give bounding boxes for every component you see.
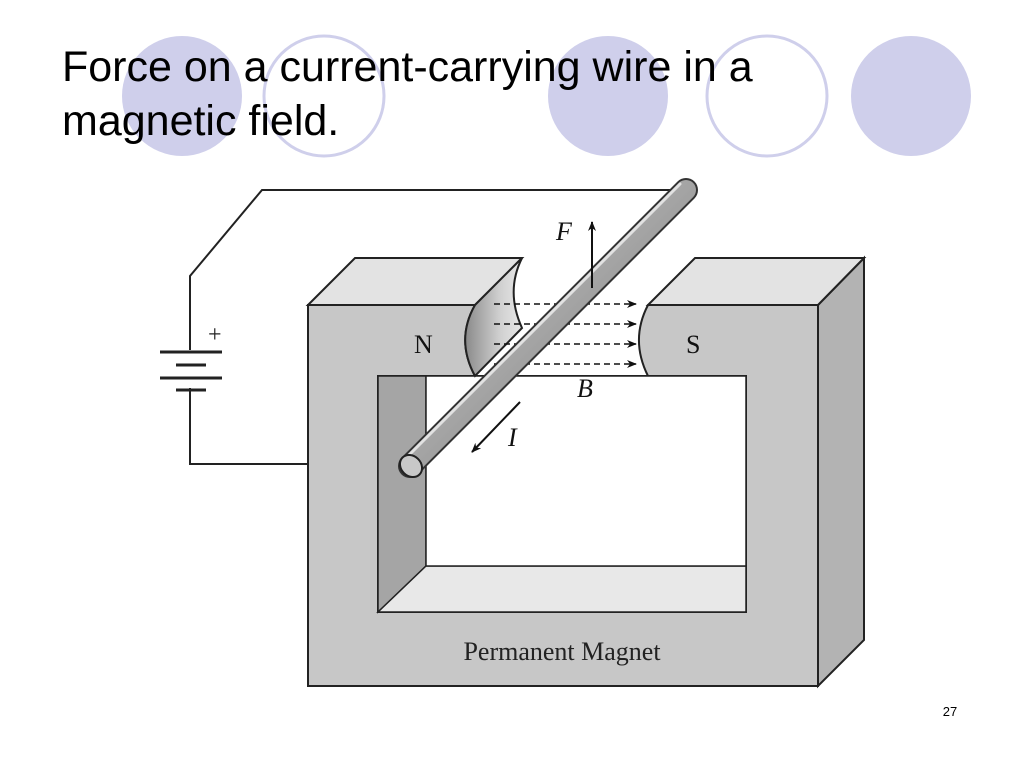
north-pole-label: N	[414, 330, 433, 359]
slide-title-line-1: Force on a current-carrying wire in a	[62, 43, 753, 91]
north-pole-face	[464, 257, 524, 378]
battery-symbol-icon	[160, 350, 222, 392]
south-pole-label: S	[686, 330, 700, 359]
battery-plus-label: +	[208, 322, 222, 348]
field-label: B	[577, 374, 593, 403]
current-arrow	[471, 401, 521, 453]
force-label: F	[555, 217, 573, 246]
current-label: I	[507, 423, 518, 452]
decorative-circles	[122, 34, 971, 158]
magnet-label: Permanent Magnet	[463, 637, 661, 666]
decor-circle-4	[705, 34, 829, 158]
magnet-inner-floor	[376, 565, 747, 613]
decor-circle-3	[548, 36, 668, 156]
slide-title-line-2: magnetic field.	[62, 97, 340, 145]
magnet-side-face	[817, 255, 865, 689]
slide-number: 27	[942, 704, 958, 719]
decor-circle-5	[851, 36, 971, 156]
slide-title: Force on a current-carrying wire in a ma…	[62, 40, 962, 148]
decor-circle-2	[262, 34, 386, 158]
decor-circle-1	[122, 36, 242, 156]
rod-end-cap	[398, 453, 424, 479]
conductor-rod	[398, 178, 698, 479]
